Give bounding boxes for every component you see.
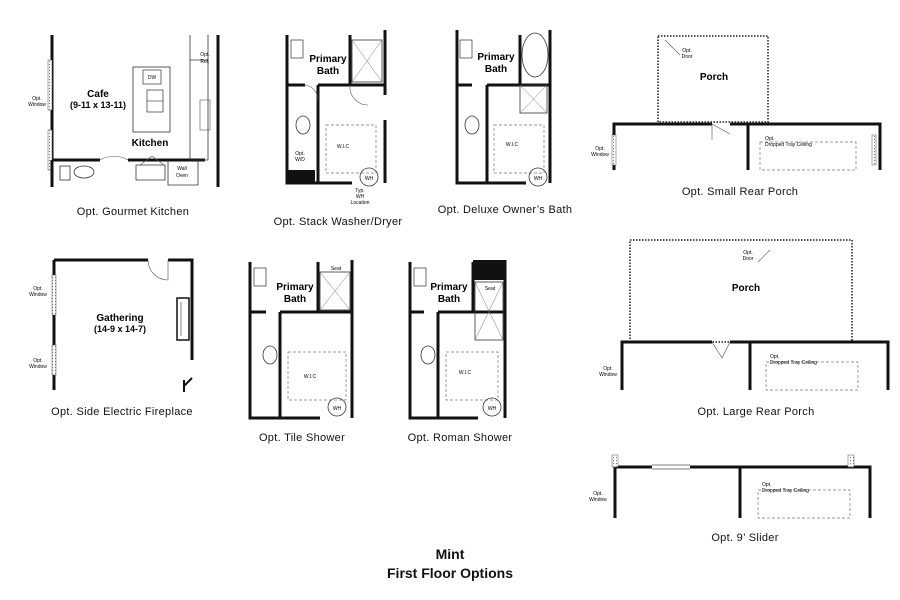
plan-caption: Opt. Stack Washer/Dryer bbox=[273, 216, 403, 228]
wh-location-note: Typ. bbox=[355, 188, 364, 194]
window-note: Window bbox=[29, 292, 47, 298]
tray-ceiling-note: Dropped Tray Ceiling bbox=[770, 360, 817, 366]
water-heater-label: WH bbox=[333, 406, 342, 412]
page-subtitle: First Floor Options bbox=[387, 565, 513, 581]
tray-ceiling-note: Dropped Tray Ceiling bbox=[762, 488, 809, 494]
window-note: Window bbox=[28, 102, 46, 108]
water-heater-label: WH bbox=[534, 176, 543, 182]
tray-ceiling-note: Dropped Tray Ceiling bbox=[765, 142, 812, 148]
kitchen-label: Kitchen bbox=[132, 138, 169, 149]
oven-note: Wall bbox=[177, 166, 187, 172]
plan-name-title: Mint bbox=[435, 546, 465, 562]
primary-bath-label: Primary bbox=[309, 54, 347, 65]
plan-side-electric-fireplace: Gathering (14-9 x 14-7) Opt. Window Opt.… bbox=[29, 258, 194, 392]
seat-label: Seat bbox=[485, 286, 496, 292]
cafe-label: Cafe bbox=[87, 89, 109, 100]
seat-label: Seat bbox=[331, 266, 342, 272]
plan-large-rear-porch: Porch Opt. Door Opt. Window Opt. Dropped… bbox=[599, 239, 890, 391]
water-heater-label: WH bbox=[365, 176, 374, 182]
gathering-label: Gathering bbox=[96, 313, 143, 324]
gathering-dimensions: (14-9 x 14-7) bbox=[94, 324, 146, 334]
plan-stack-washer-dryer: Primary Bath W.I.C Opt. W/D WH Typ. WH L… bbox=[285, 30, 387, 206]
wic-label: W.I.C bbox=[459, 370, 472, 376]
washer-dryer-note: Opt. bbox=[295, 151, 304, 157]
primary-bath-label: Primary bbox=[276, 282, 314, 293]
window-note: Opt. bbox=[593, 491, 602, 497]
wic-label: W.I.C bbox=[337, 144, 350, 150]
porch-label: Porch bbox=[700, 72, 728, 83]
wic-label: W.I.C bbox=[506, 142, 519, 148]
plan-tile-shower: Primary Bath Seat W.I.C WH bbox=[248, 260, 354, 420]
primary-bath-label: Bath bbox=[284, 294, 306, 305]
tray-ceiling-note: Opt. bbox=[765, 136, 774, 142]
window-note: Window bbox=[589, 497, 607, 503]
tray-ceiling-note: Opt. bbox=[770, 354, 779, 360]
plan-caption: Opt. Large Rear Porch bbox=[697, 406, 815, 418]
door-note: Door bbox=[743, 256, 754, 262]
wh-location-note: Location bbox=[351, 200, 370, 206]
plan-gourmet-kitchen: Cafe (9-11 x 13-11) Kitchen Opt. Window … bbox=[28, 35, 220, 187]
window-note: Opt. bbox=[33, 286, 42, 292]
plan-caption: Opt. 9’ Slider bbox=[711, 532, 779, 544]
plan-caption: Opt. Gourmet Kitchen bbox=[76, 206, 190, 218]
primary-bath-label: Primary bbox=[477, 52, 515, 63]
window-note: Window bbox=[591, 152, 609, 158]
plan-caption: Opt. Roman Shower bbox=[407, 432, 513, 444]
primary-bath-label: Bath bbox=[485, 64, 507, 75]
door-note: Opt. bbox=[682, 48, 691, 54]
dishwasher-label: DW bbox=[148, 75, 157, 81]
plan-caption: Opt. Small Rear Porch bbox=[681, 186, 799, 198]
porch-label: Porch bbox=[732, 283, 760, 294]
window-note: Opt. bbox=[603, 366, 612, 372]
plan-caption: Opt. Tile Shower bbox=[258, 432, 346, 444]
plan-small-rear-porch: Porch Opt. Door Opt. Window Opt. Dropped… bbox=[591, 35, 882, 171]
cafe-dimensions: (9-11 x 13-11) bbox=[70, 100, 126, 110]
ref-note: Opt. bbox=[200, 52, 209, 58]
wic-label: W.I.C bbox=[304, 374, 317, 380]
wh-location-note: WH bbox=[356, 194, 365, 200]
primary-bath-label: Bath bbox=[317, 66, 339, 77]
window-note: Window bbox=[599, 372, 617, 378]
plan-deluxe-owners-bath: Primary Bath W.I.C WH bbox=[455, 30, 552, 187]
plan-caption: Opt. Deluxe Owner’s Bath bbox=[437, 204, 573, 216]
primary-bath-label: Bath bbox=[438, 294, 460, 305]
window-note: Opt. bbox=[595, 146, 604, 152]
primary-bath-label: Primary bbox=[430, 282, 468, 293]
ref-note: Ref. bbox=[200, 59, 209, 65]
window-note: Window bbox=[29, 364, 47, 370]
window-note: Opt. bbox=[33, 358, 42, 364]
window-note: Opt. bbox=[32, 96, 41, 102]
door-note: Opt. bbox=[743, 250, 752, 256]
door-note: Door bbox=[682, 54, 693, 60]
tray-ceiling-note: Opt. bbox=[762, 482, 771, 488]
washer-dryer-note: W/D bbox=[295, 157, 305, 163]
water-heater-label: WH bbox=[488, 406, 497, 412]
plan-caption: Opt. Side Electric Fireplace bbox=[51, 406, 193, 418]
plan-roman-shower: Primary Bath Seat W.I.C WH bbox=[408, 260, 507, 420]
plan-9-slider: Opt. Window Opt. Dropped Tray Ceiling bbox=[589, 454, 872, 519]
oven-note: Oven bbox=[176, 173, 188, 179]
